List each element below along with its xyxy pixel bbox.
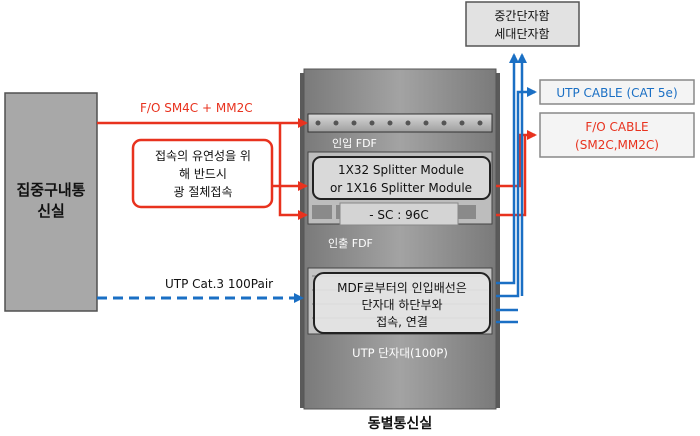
splitter-module-box: 1X32 Splitter Module or 1X16 Splitter Mo… bbox=[312, 156, 491, 200]
terminal-box-top-right: 중간단자함 세대단자함 bbox=[465, 1, 580, 47]
connection-note-box: 접속의 유연성을 위 해 반드시 광 절체접속 bbox=[131, 138, 274, 209]
splitter-label-line2: or 1X16 Splitter Module bbox=[330, 181, 472, 195]
terminal-box-line1: 중간단자함 bbox=[494, 9, 549, 23]
utp-cable-label: UTP CABLE (CAT 5e) bbox=[556, 86, 677, 100]
sc-connector-panel bbox=[339, 202, 459, 226]
sc-connector-label: - SC : 96C bbox=[369, 208, 428, 222]
terminal-box-line2: 세대단자함 bbox=[494, 27, 549, 41]
connection-note-line1: 접속의 유연성을 위 bbox=[155, 149, 251, 163]
fo-input-label: F/O SM4C + MM2C bbox=[140, 101, 253, 115]
utp-block-label: UTP 단자대(100P) bbox=[352, 346, 448, 360]
mdf-note-box: MDF로부터의 인입배선은 단자대 하단부와 접속, 연결 bbox=[313, 272, 491, 334]
fo-cable-line2: (SM2C,MM2C) bbox=[575, 138, 659, 152]
mdf-note-line1: MDF로부터의 인입배선은 bbox=[337, 281, 467, 295]
central-room-label-line2: 신실 bbox=[37, 202, 65, 220]
utp-input-label: UTP Cat.3 100Pair bbox=[165, 277, 273, 291]
central-room-label-line1: 집중구내통 bbox=[16, 181, 85, 199]
inlet-fdf-panel bbox=[307, 113, 493, 133]
splitter-label-line1: 1X32 Splitter Module bbox=[338, 163, 464, 177]
utp-output-lines bbox=[496, 53, 537, 324]
connection-note-line3: 광 절체접속 bbox=[173, 185, 232, 199]
mdf-note-line3: 접속, 연결 bbox=[376, 315, 428, 329]
fo-output-lines bbox=[496, 130, 537, 217]
fo-cable-box: F/O CABLE (SM2C,MM2C) bbox=[539, 112, 695, 158]
utp-cable-box: UTP CABLE (CAT 5e) bbox=[539, 79, 695, 105]
fo-input-line bbox=[97, 118, 308, 220]
mdf-note-line2: 단자대 하단부와 bbox=[361, 298, 442, 312]
building-telecom-cabinet: 인입 FDF 인출 FDF UTP 단자대(100P) 동별통신실 bbox=[300, 68, 500, 432]
fo-cable-line1: F/O CABLE bbox=[585, 120, 648, 134]
connection-note-line2: 해 반드시 bbox=[179, 167, 227, 181]
cabinet-title: 동별통신실 bbox=[368, 415, 432, 432]
central-telecom-room-box: 집중구내통 신실 bbox=[4, 92, 98, 312]
inlet-fdf-label: 인입 FDF bbox=[332, 137, 377, 150]
outlet-fdf-label: 인출 FDF bbox=[328, 237, 373, 250]
